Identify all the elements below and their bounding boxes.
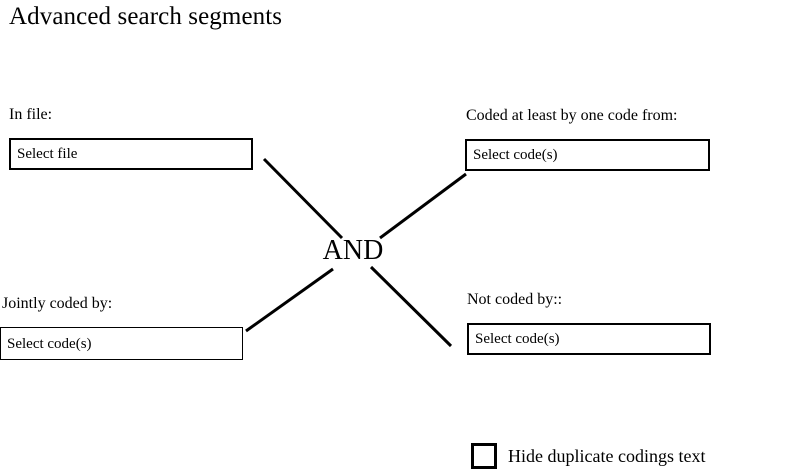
select-file-input[interactable]: Select file xyxy=(9,138,253,170)
label-not-coded-by: Not coded by:: xyxy=(467,291,563,308)
connector-line-not-coded xyxy=(369,265,453,348)
select-codes-not-coded-value: Select code(s) xyxy=(475,331,560,347)
label-coded-at-least: Coded at least by one code from: xyxy=(466,107,678,124)
hide-duplicate-codings-row[interactable]: Hide duplicate codings text xyxy=(471,443,705,469)
label-in-file: In file: xyxy=(9,106,53,123)
select-codes-not-coded-input[interactable]: Select code(s) xyxy=(467,323,711,355)
select-codes-jointly-coded-value: Select code(s) xyxy=(7,335,92,352)
page-title: Advanced search segments xyxy=(9,3,283,30)
select-codes-coded-at-least-input[interactable]: Select code(s) xyxy=(465,139,710,171)
connector-line-coded-at-least xyxy=(379,172,467,240)
select-codes-coded-at-least-value: Select code(s) xyxy=(473,147,558,163)
select-file-value: Select file xyxy=(17,146,78,162)
connector-line-in-file xyxy=(262,157,344,240)
label-jointly-coded-by: Jointly coded by: xyxy=(2,295,113,312)
hide-duplicate-codings-label: Hide duplicate codings text xyxy=(508,446,706,466)
and-operator-label: AND xyxy=(322,235,384,266)
hide-duplicate-codings-checkbox[interactable] xyxy=(471,443,497,469)
connector-line-jointly-coded xyxy=(245,267,334,333)
select-codes-jointly-coded-input[interactable]: Select code(s) xyxy=(0,327,243,360)
